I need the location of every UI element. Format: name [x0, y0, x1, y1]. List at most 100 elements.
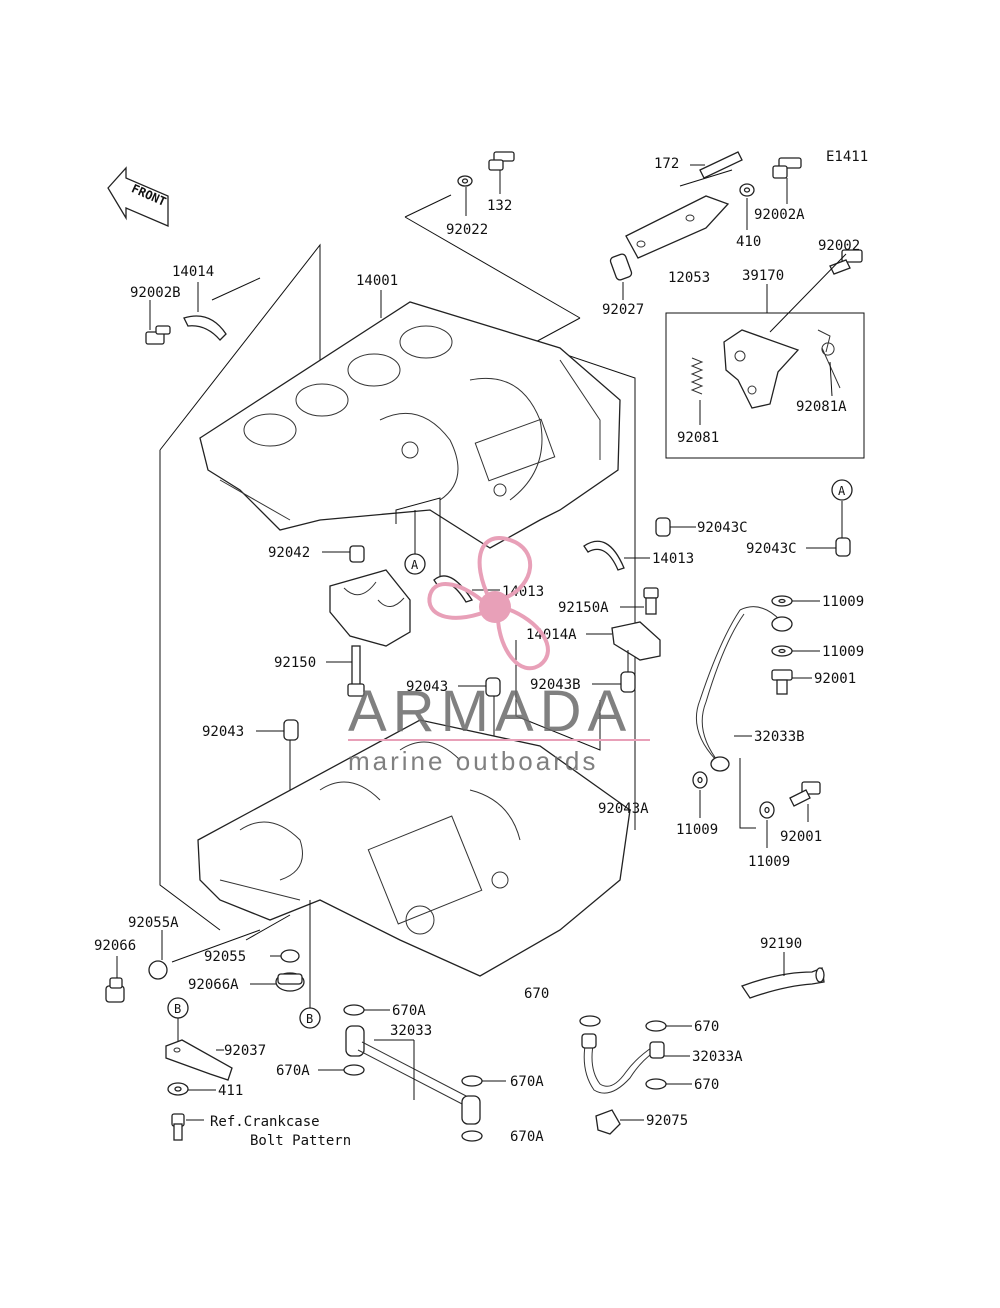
label-14013-1: 14013 — [652, 551, 694, 567]
label-92075: 92075 — [646, 1113, 688, 1129]
label-32033: 32033 — [390, 1023, 432, 1039]
label-11009-4: 11009 — [748, 854, 790, 870]
oring-670A-3 — [461, 1075, 483, 1087]
label-92043C-2: 92043C — [746, 541, 797, 557]
label-670A-1: 670A — [392, 1003, 426, 1019]
label-92081: 92081 — [677, 430, 719, 446]
dowel-92043C-1 — [655, 517, 671, 537]
label-411: 411 — [218, 1083, 243, 1099]
label-92055A: 92055A — [128, 915, 179, 931]
svg-text:B: B — [174, 1002, 181, 1016]
front-arrow-icon: FRONT — [107, 166, 169, 227]
pipe-32033A — [581, 1033, 665, 1094]
spring-92081 — [690, 357, 704, 395]
label-410: 410 — [736, 234, 761, 250]
label-39170: 39170 — [742, 268, 784, 284]
callout-a-2: A — [404, 553, 426, 575]
dowel-92043C-2 — [835, 537, 851, 557]
washer-11009-4 — [759, 801, 775, 819]
washer-410 — [739, 183, 755, 197]
label-bolt-pattern: Bolt Pattern — [250, 1133, 351, 1149]
label-14014: 14014 — [172, 264, 214, 280]
upper-crankcase-14001 — [199, 301, 621, 549]
oring-92055A — [148, 960, 168, 980]
label-92190: 92190 — [760, 936, 802, 952]
oring-670-1 — [579, 1015, 601, 1027]
label-92042: 92042 — [268, 545, 310, 561]
watermark: ARMADA marine outboards — [348, 536, 650, 776]
bolt-92150 — [347, 645, 365, 697]
label-92081A: 92081A — [796, 399, 847, 415]
label-92043A: 92043A — [598, 801, 649, 817]
plug-92066 — [105, 977, 125, 1003]
callout-b-1: B — [299, 1007, 321, 1029]
washer-92022 — [457, 175, 473, 187]
bolt-92002B — [145, 325, 171, 345]
oring-670-3 — [645, 1078, 667, 1090]
bolt-92001-2 — [789, 781, 821, 807]
callout-a-1: A — [831, 479, 853, 501]
ref-bolt — [171, 1113, 185, 1141]
label-14001: 14001 — [356, 273, 398, 289]
propeller-hub — [479, 591, 511, 623]
label-172: 172 — [654, 156, 679, 172]
oil-pipe-32033B — [695, 606, 793, 772]
label-32033A: 32033A — [692, 1049, 743, 1065]
label-92037: 92037 — [224, 1043, 266, 1059]
label-92002: 92002 — [818, 238, 860, 254]
bolt-132 — [488, 151, 515, 171]
label-92027: 92027 — [602, 302, 644, 318]
watermark-brand: ARMADA — [348, 679, 632, 744]
label-92002B: 92002B — [130, 285, 181, 301]
svg-text:B: B — [306, 1012, 313, 1026]
label-92055: 92055 — [204, 949, 246, 965]
dowel-92042 — [349, 545, 365, 563]
chain-guide-12053 — [625, 195, 730, 259]
svg-text:A: A — [411, 558, 419, 572]
washer-411 — [167, 1082, 189, 1096]
clamp-92075 — [595, 1109, 621, 1135]
label-92066: 92066 — [94, 938, 136, 954]
label-12053: 12053 — [668, 270, 710, 286]
label-11009-2: 11009 — [822, 644, 864, 660]
plate-92037 — [165, 1039, 233, 1081]
dowel-92043-1 — [485, 677, 501, 697]
label-92002A: 92002A — [754, 207, 805, 223]
tensioner-39170 — [723, 329, 800, 409]
label-92043-2: 92043 — [202, 724, 244, 740]
bearing-14013-1 — [583, 540, 625, 571]
plug-92066A — [275, 972, 305, 992]
dowel-92027 — [609, 253, 633, 281]
oring-92055 — [280, 949, 300, 963]
label-32033B: 32033B — [754, 729, 805, 745]
oring-670-2 — [645, 1020, 667, 1032]
label-92150A: 92150A — [558, 600, 609, 616]
washer-11009-1 — [771, 595, 793, 607]
lower-crankcase — [197, 719, 631, 977]
svg-text:A: A — [838, 484, 846, 498]
label-ref-crankcase: Ref.Crankcase — [210, 1114, 320, 1130]
propeller-logo-icon — [427, 536, 550, 671]
label-11009-3: 11009 — [676, 822, 718, 838]
label-670-3: 670 — [694, 1077, 719, 1093]
pipe-32033 — [345, 1025, 481, 1125]
label-14014A: 14014A — [526, 627, 577, 643]
label-670A-2: 670A — [276, 1063, 310, 1079]
bearing-cap-block — [329, 569, 411, 647]
label-92043C-1: 92043C — [697, 520, 748, 536]
bolt-92001-1 — [771, 669, 793, 695]
bolt-92150A — [643, 587, 659, 615]
dowel-92043-2 — [283, 719, 299, 741]
washer-11009-3 — [692, 771, 708, 789]
oring-670A-4 — [461, 1130, 483, 1142]
tensioner-group-box — [665, 312, 865, 459]
bolt-92002A — [772, 157, 802, 179]
label-11009-1: 11009 — [822, 594, 864, 610]
spring-92081A — [817, 329, 841, 389]
diagram-code: E1411 — [826, 149, 868, 165]
label-92043B: 92043B — [530, 677, 581, 693]
callout-b-2: B — [167, 997, 189, 1019]
hose-92190 — [741, 967, 825, 999]
washer-11009-2 — [771, 645, 793, 657]
